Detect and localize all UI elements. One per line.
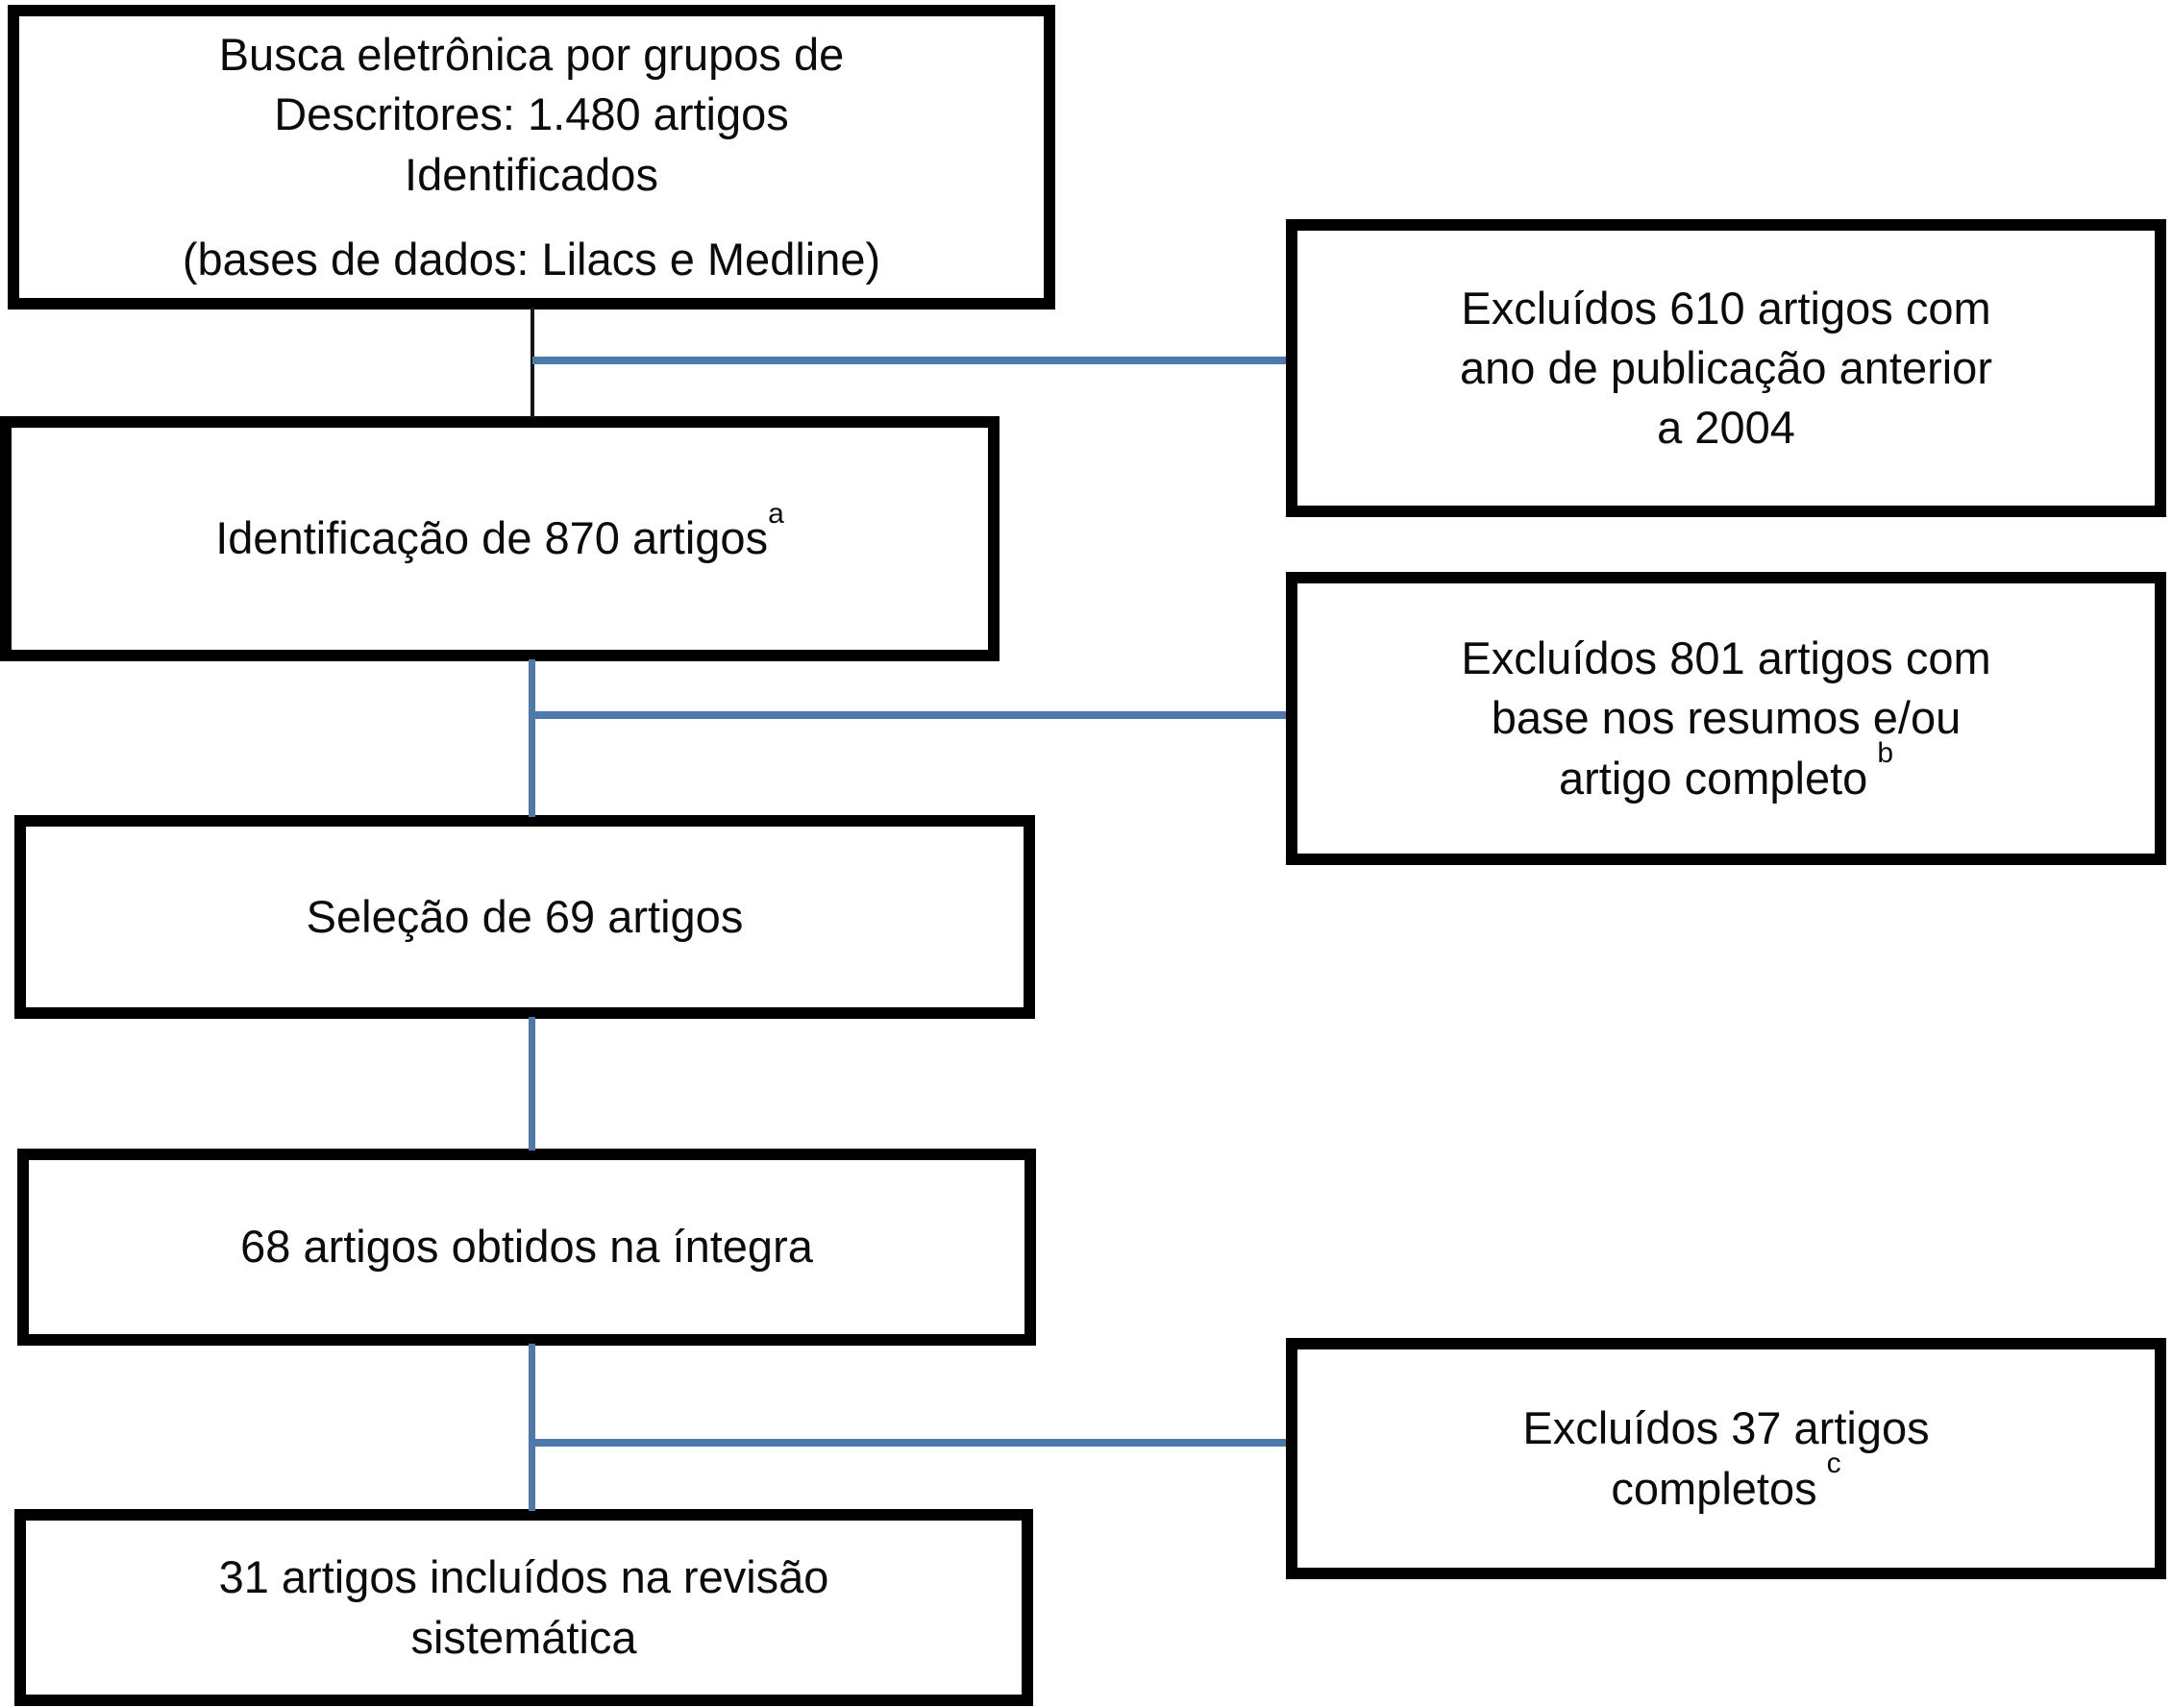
box-text-line: Seleção de 69 artigos xyxy=(306,890,744,942)
box-text-line: Descritores: 1.480 artigos xyxy=(274,88,789,140)
connector-branch-to-exclusion-610 xyxy=(532,357,1286,364)
footnote-marker-a: a xyxy=(768,497,784,530)
footnote-marker-b: b xyxy=(1877,736,1894,769)
box-text: completos xyxy=(1611,1462,1817,1514)
box-text-line: 68 artigos obtidos na íntegra xyxy=(240,1221,813,1273)
box-text-line: ano de publicação anterior xyxy=(1460,341,1992,393)
box-text-line: Identificados xyxy=(405,148,658,200)
box-text-line: (bases de dados: Lilacs e Medline) xyxy=(182,233,881,285)
box-text-line: Excluídos 801 artigos com xyxy=(1461,632,1991,684)
box-text-line: Busca eletrônica por grupos de xyxy=(218,29,845,81)
box-text-line: base nos resumos e/ou xyxy=(1491,692,1962,744)
exclusion-box-801: Excluídos 801 artigos com base nos resum… xyxy=(1286,572,2166,865)
box-text-line: 31 artigos incluídos na revisão xyxy=(218,1551,829,1603)
connector-integra-to-revisao xyxy=(529,1344,535,1511)
box-text-line: Identificação de 870 artigosa xyxy=(215,499,784,568)
box-text: Identificação de 870 artigos xyxy=(215,512,769,564)
flow-box-revisao-sistematica: 31 artigos incluídos na revisão sistemát… xyxy=(14,1509,1033,1706)
box-text-line: Excluídos 610 artigos com xyxy=(1461,282,1991,334)
box-text-line: Excluídos 37 artigos xyxy=(1522,1402,1930,1454)
box-text-line: artigo completo b xyxy=(1558,738,1893,808)
connector-selecao-to-integra xyxy=(529,1017,535,1151)
box-text-line: sistemática xyxy=(410,1611,637,1663)
exclusion-box-37: Excluídos 37 artigos completos c xyxy=(1286,1338,2166,1579)
connector-branch-to-exclusion-801 xyxy=(531,711,1286,719)
box-text-line: a 2004 xyxy=(1657,402,1795,454)
flow-box-busca-eletronica: Busca eletrônica por grupos de Descritor… xyxy=(8,5,1055,309)
flow-box-integra: 68 artigos obtidos na íntegra xyxy=(17,1149,1036,1346)
box-text: artigo completo xyxy=(1558,752,1868,804)
flow-box-selecao: Seleção de 69 artigos xyxy=(14,815,1035,1019)
connector-branch-to-exclusion-37 xyxy=(531,1439,1286,1447)
connector-identificacao-to-selecao xyxy=(529,659,535,817)
flow-box-identificacao: Identificação de 870 artigosa xyxy=(0,416,1000,661)
footnote-marker-c: c xyxy=(1826,1447,1841,1479)
box-text-line: completos c xyxy=(1611,1448,1840,1519)
exclusion-box-610: Excluídos 610 artigos com ano de publica… xyxy=(1286,219,2166,517)
